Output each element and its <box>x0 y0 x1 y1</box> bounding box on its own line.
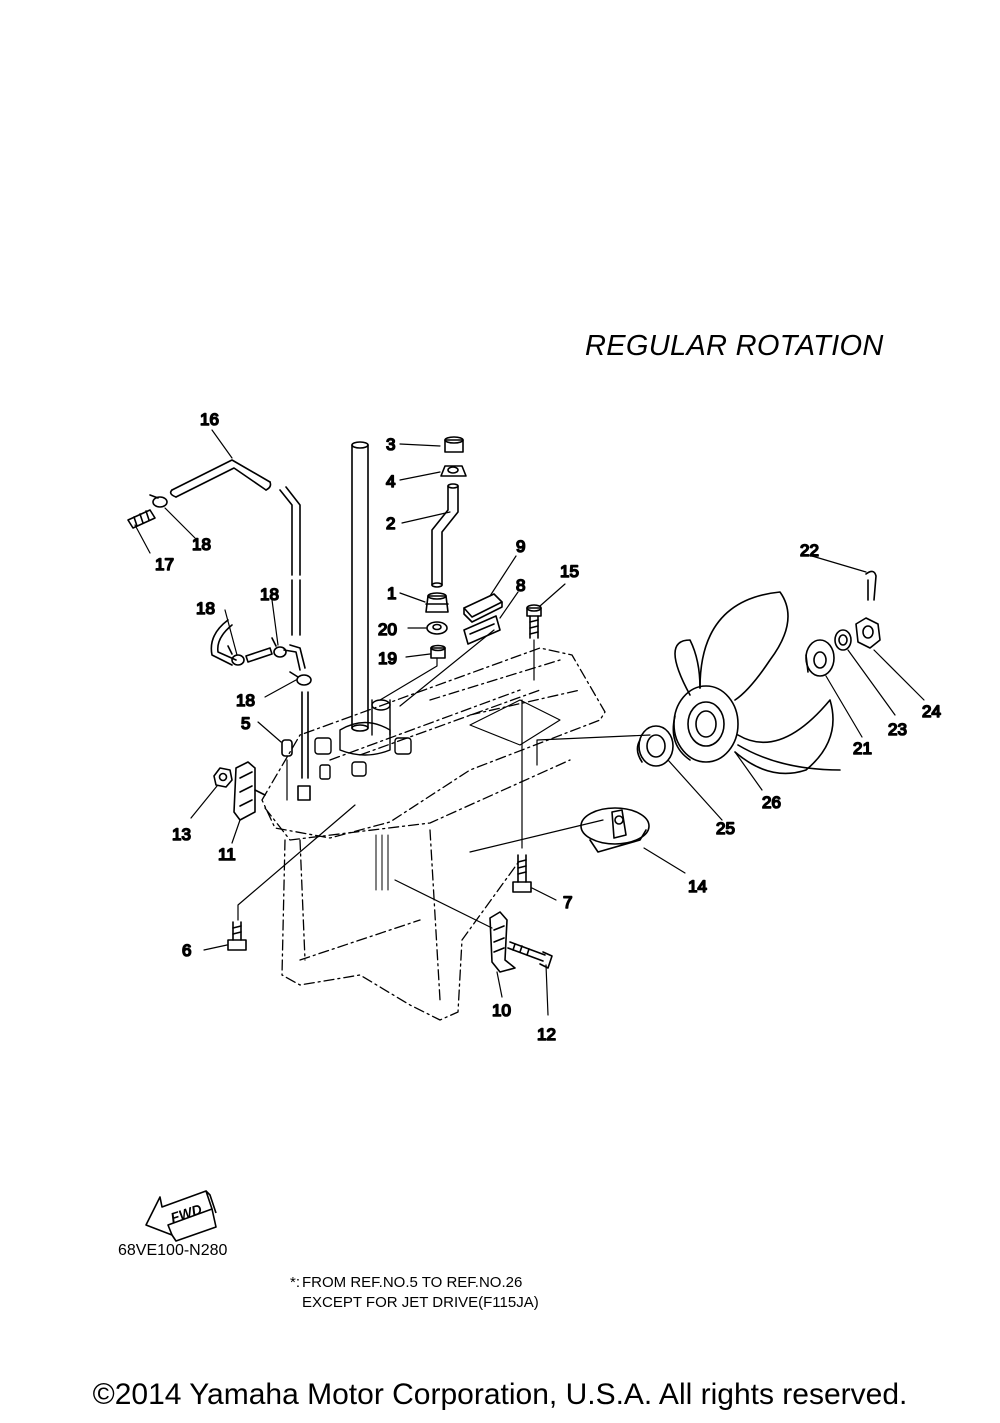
footnote-line-2: EXCEPT FOR JET DRIVE(F115JA) <box>302 1294 539 1311</box>
fwd-arrow-icon: FWD <box>145 1190 217 1242</box>
anode-10 <box>489 911 516 973</box>
callout-21: 25 <box>716 819 735 838</box>
seal-4 <box>440 465 467 477</box>
drive-shaft <box>351 441 369 732</box>
callout-18-bottom: 18 <box>236 691 255 710</box>
callout-13: 13 <box>172 825 191 844</box>
screw-12 <box>507 941 553 969</box>
callout-22: 21 <box>853 739 872 758</box>
damper-8 <box>463 615 501 645</box>
callout-4: 4 <box>386 472 395 491</box>
callout-3: 3 <box>386 435 395 454</box>
rubber-1 <box>425 592 449 613</box>
nut-24 <box>855 617 881 649</box>
bolt-15 <box>526 604 542 639</box>
callout-7: 7 <box>563 893 572 912</box>
bolt-7 <box>512 854 532 893</box>
grommet-3 <box>444 436 464 453</box>
seal-20 <box>426 621 448 635</box>
hose-clip-18-top <box>149 494 168 508</box>
lower-casing-outline <box>261 647 606 1021</box>
diagram-code: 68VE100-N280 <box>118 1242 228 1259</box>
spacer-22 <box>805 639 835 677</box>
callout-labels: 16 17 18 18 18 18 5 3 4 2 1 20 19 9 8 15… <box>154 409 942 1045</box>
callout-9: 9 <box>516 537 525 556</box>
casing-deck-details <box>314 699 561 891</box>
callout-11: 11 <box>218 845 236 864</box>
callout-15: 15 <box>560 562 579 581</box>
dowel-pin-5 <box>281 739 293 801</box>
washer-23 <box>834 629 852 651</box>
hose-16 <box>169 459 306 671</box>
callout-26: 26 <box>762 793 781 812</box>
callout-2: 2 <box>386 514 395 533</box>
callout-5: 5 <box>241 714 250 733</box>
hose-clip-18-middle <box>271 637 287 658</box>
callout-20: 20 <box>378 620 397 639</box>
callout-23: 23 <box>888 720 907 739</box>
callout-17: 17 <box>155 555 174 574</box>
callout-18-left: 18 <box>196 599 215 618</box>
callout-1: 1 <box>387 584 396 603</box>
water-tube-2 <box>431 483 459 588</box>
footnote-marker: *: <box>289 1274 300 1291</box>
callout-18-middle: 18 <box>260 585 279 604</box>
callout-14: 14 <box>688 877 707 896</box>
callout-25: 22 <box>800 541 819 560</box>
callout-8: 8 <box>516 576 525 595</box>
thrust-washer-21 <box>636 725 674 767</box>
callout-12: 12 <box>537 1025 556 1044</box>
diagram-title: REGULAR ROTATION <box>585 330 884 362</box>
nut-13 <box>213 767 233 788</box>
leader-lines <box>134 429 925 1016</box>
hose-clip-18-bottom <box>289 671 312 801</box>
callout-6: 6 <box>182 941 191 960</box>
hose-clip-18-left <box>227 645 273 666</box>
copyright: ©2014 Yamaha Motor Corporation, U.S.A. A… <box>92 1378 908 1411</box>
anode-11 <box>233 761 266 821</box>
bolt-6 <box>227 921 247 951</box>
callout-16: 16 <box>200 410 219 429</box>
callout-19: 19 <box>378 649 397 668</box>
cotter-pin-25 <box>865 570 877 601</box>
callout-24: 24 <box>922 702 941 721</box>
propeller-26 <box>672 591 841 775</box>
footnote: *:FROM REF.NO.5 TO REF.NO.26 EXCEPT FOR … <box>282 1273 539 1313</box>
grommet-19 <box>430 644 446 659</box>
trim-tab-14 <box>580 807 650 853</box>
damper-9 <box>463 593 503 623</box>
footnote-line-1: FROM REF.NO.5 TO REF.NO.26 <box>302 1274 523 1291</box>
fitting-17 <box>127 509 156 529</box>
callout-18-top: 18 <box>192 535 211 554</box>
callout-10: 10 <box>492 1001 511 1020</box>
